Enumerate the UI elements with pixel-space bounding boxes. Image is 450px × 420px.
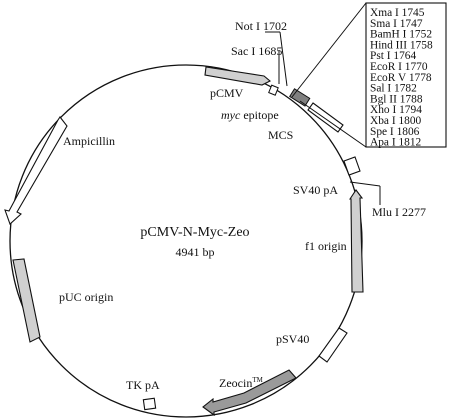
mcs-site-item: Apa I 1812: [370, 137, 422, 149]
plasmid-name: pCMV-N-Myc-Zeo: [140, 225, 249, 240]
zeocin-label-text: Zeocin: [219, 376, 252, 390]
sv40pa-label: SV40 pA: [293, 183, 338, 197]
mcs-label: MCS: [268, 128, 293, 142]
pcmv-label: pCMV: [210, 86, 244, 100]
not1-leader-line-2: [279, 31, 288, 87]
myc-epitope-box: [268, 84, 279, 96]
mcs-leader-line-2: [299, 100, 367, 148]
puc-origin-label: pUC origin: [59, 290, 113, 304]
not1-site-label: Not I 1702: [235, 19, 287, 33]
mcs-site-item: Spe I 1806: [370, 126, 420, 138]
mlu1-site-label: Mlu I 2277: [372, 205, 426, 219]
f1-origin-label: f1 origin: [305, 239, 347, 253]
mcs-site-item: Xma I 1745: [370, 7, 425, 19]
zeocin-feature-arrow: [202, 369, 297, 417]
mcs-feature-box: [289, 88, 311, 107]
plasmid-size: 4941 bp: [176, 245, 215, 259]
myc-label-italic: myc: [221, 108, 241, 122]
mcs-site-item: Xba I 1800: [370, 115, 422, 127]
tkpa-feature-box: [142, 397, 157, 411]
ampicillin-feature-arrow: [4, 116, 68, 225]
ampicillin-label: Ampicillin: [63, 134, 115, 148]
mcs-site-item: EcoR V 1778: [370, 72, 432, 84]
psv40-label: pSV40: [276, 332, 309, 346]
pcmv-feature-arrow: [204, 66, 271, 86]
mcs-site-item: BamH I 1752: [370, 29, 432, 41]
mcs-site-item: Sma I 1747: [370, 18, 423, 30]
mcs-leader-line-1: [291, 2, 367, 98]
zeocin-tm-mark: TM: [252, 376, 263, 384]
mcs-site-item: Pst I 1764: [370, 50, 417, 62]
tkpa-label: TK pA: [126, 378, 160, 392]
mcs-site-item: Sal I 1782: [370, 83, 417, 95]
zeocin-label: ZeocinTM: [219, 376, 264, 390]
mcs-sites-table: [365, 2, 447, 148]
mcs-site-item: Xho I 1794: [370, 104, 422, 116]
myc-epitope-label: myc epitope: [221, 108, 279, 122]
plasmid-backbone: [9, 64, 363, 418]
mcs-site-item: Bgl II 1788: [370, 93, 423, 105]
psv40-feature-box: [318, 327, 348, 363]
mcs-site-item: EcoR I 1770: [370, 61, 428, 73]
mlu1-leader-line: [349, 181, 381, 187]
mcs-site-item: Hind III 1758: [370, 39, 433, 51]
sac1-site-label: Sac I 1685: [231, 44, 282, 58]
f1-origin-feature-arrow: [348, 189, 364, 293]
sv40pa-feature-box: [343, 156, 361, 176]
myc-label-suffix: epitope: [240, 108, 278, 122]
puc-origin-feature-box: [12, 258, 41, 343]
